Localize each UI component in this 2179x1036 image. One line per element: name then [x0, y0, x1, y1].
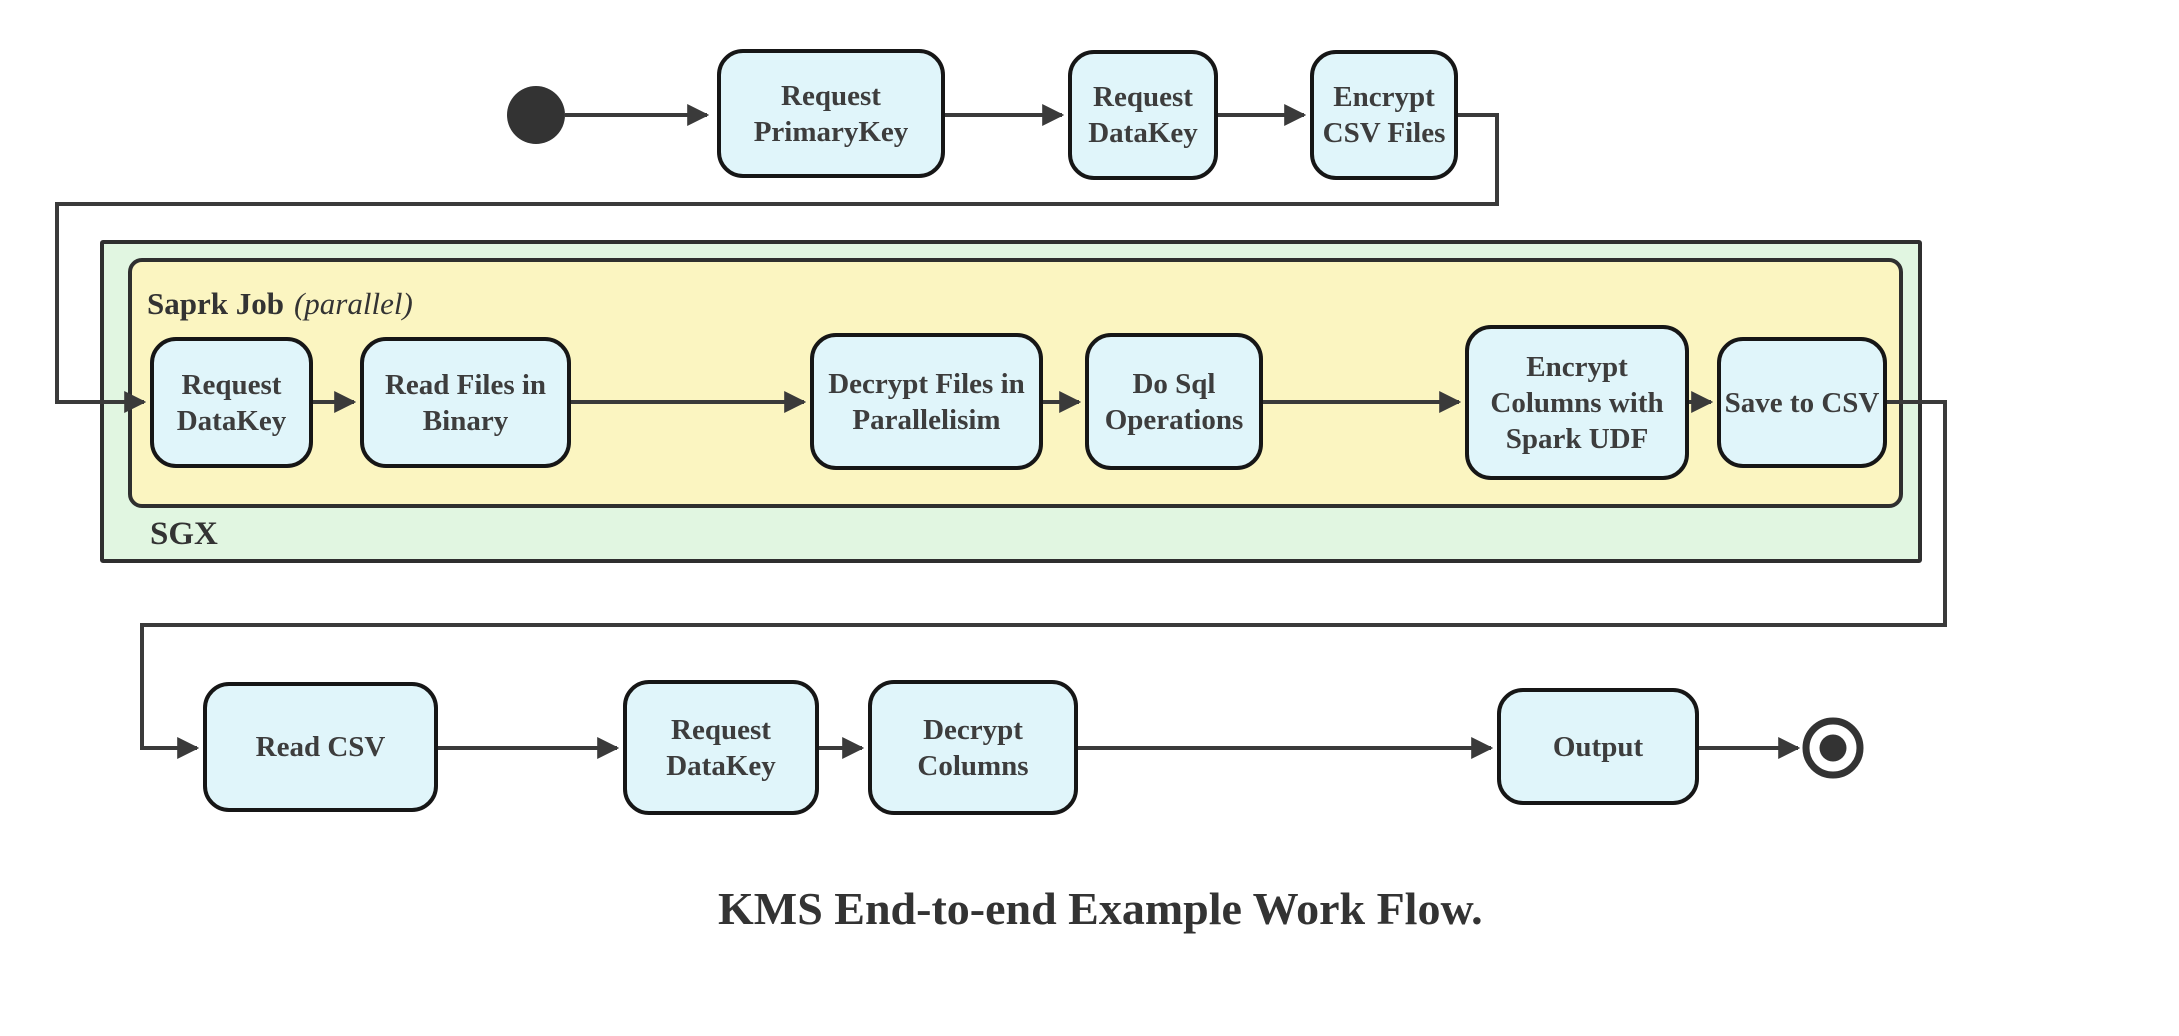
diagram-caption: KMS End-to-end Example Work Flow.: [718, 883, 1483, 934]
sgx-label: SGX: [150, 516, 218, 552]
spark-job-parallel-qualifier: (parallel): [293, 286, 413, 321]
node-encrypt-columns-with-spark-udf: Encrypt Columns with Spark UDF: [1465, 325, 1689, 480]
node-encrypt-csv-files: Encrypt CSV Files: [1310, 50, 1458, 180]
node-request-datakey-client: Request DataKey: [623, 680, 819, 815]
node-output: Output: [1497, 688, 1699, 805]
spark-job-label-text: Saprk Job: [147, 286, 284, 321]
node-request-datakey-spark: Request DataKey: [150, 337, 313, 468]
node-read-csv: Read CSV: [203, 682, 438, 812]
start-node: [507, 86, 565, 144]
node-decrypt-files-in-parallelisim: Decrypt Files in Parallelisim: [810, 333, 1043, 470]
node-save-to-csv: Save to CSV: [1717, 337, 1887, 468]
node-request-primarykey: Request PrimaryKey: [717, 49, 945, 178]
spark-job-label: Saprk Job (parallel): [147, 286, 413, 322]
end-node-ring: [1802, 717, 1864, 779]
node-request-datakey-top: Request DataKey: [1068, 50, 1218, 180]
node-do-sql-operations: Do Sql Operations: [1085, 333, 1263, 470]
end-node-dot: [1819, 734, 1847, 762]
node-read-files-in-binary: Read Files in Binary: [360, 337, 571, 468]
node-decrypt-columns: Decrypt Columns: [868, 680, 1078, 815]
